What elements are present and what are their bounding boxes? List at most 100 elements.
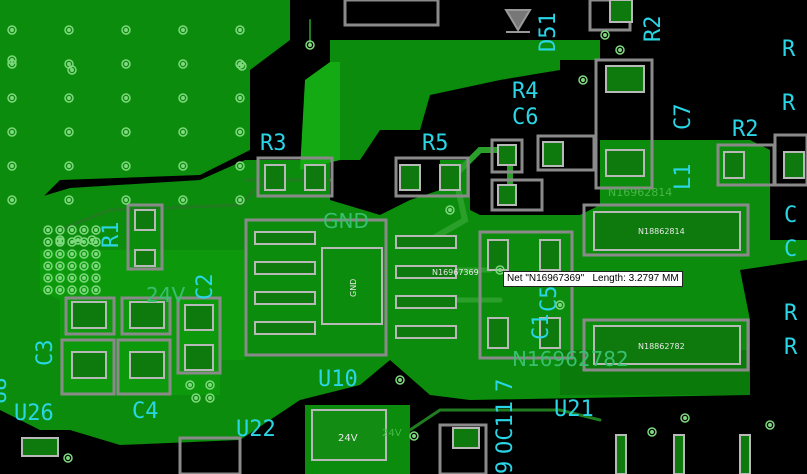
pad-n18862782 — [593, 325, 741, 365]
via — [67, 225, 77, 235]
via — [55, 225, 65, 235]
v24-box-label: 24V — [338, 433, 358, 444]
pad-label-b: N18862782 — [638, 342, 685, 351]
refdes-l1: L1 — [671, 164, 696, 191]
via-drill — [46, 240, 50, 244]
via — [615, 45, 625, 55]
net-tooltip: Net "N16967369" Length: 3.2797 MM — [503, 271, 683, 287]
via-drill — [238, 130, 242, 134]
via — [121, 127, 131, 137]
via — [647, 427, 657, 437]
via — [121, 195, 131, 205]
refdes-u21: U21 — [554, 397, 594, 422]
tooltip-length-label: Length: 3.2797 MM — [592, 273, 679, 284]
via-drill — [70, 276, 74, 280]
via — [680, 413, 690, 423]
via — [79, 249, 89, 259]
via — [7, 127, 17, 137]
via-drill — [82, 288, 86, 292]
via-drill — [94, 252, 98, 256]
component-outlines — [60, 0, 807, 474]
via-drill — [181, 130, 185, 134]
via — [237, 61, 247, 71]
via — [235, 25, 245, 35]
via-drill — [67, 28, 71, 32]
via — [43, 261, 53, 271]
via-drill — [124, 198, 128, 202]
via-drill — [650, 430, 654, 434]
via — [67, 261, 77, 271]
via — [79, 261, 89, 271]
via-drill — [618, 48, 622, 52]
via-drill — [240, 64, 244, 68]
via-drill — [181, 28, 185, 32]
refdes-r2-right: R2 — [732, 117, 759, 142]
via — [7, 25, 17, 35]
via — [235, 93, 245, 103]
via — [91, 225, 101, 235]
via-drill — [58, 264, 62, 268]
refdes-u10: U10 — [318, 367, 358, 392]
refdes-oc11: OC11 — [493, 401, 518, 454]
via — [79, 225, 89, 235]
via-drill — [70, 240, 74, 244]
via — [43, 273, 53, 283]
via — [235, 195, 245, 205]
via-drill — [58, 228, 62, 232]
via-drill — [124, 164, 128, 168]
refdes-c2: C2 — [193, 274, 218, 301]
refdes-c7: C7 — [671, 104, 696, 131]
diode-d51 — [504, 9, 532, 33]
via — [7, 161, 17, 171]
via-drill — [10, 58, 14, 62]
via — [43, 249, 53, 259]
refdes-r4: R4 — [512, 79, 539, 104]
refdes-9: 9 — [493, 461, 518, 474]
via — [73, 235, 83, 245]
net-label-l1: N16962814 — [608, 186, 672, 199]
net-label-big: N16962782 — [512, 347, 629, 371]
refdes-c6: C6 — [512, 105, 539, 130]
via — [121, 161, 131, 171]
via — [67, 249, 77, 259]
gnd-thermal-pad — [321, 247, 383, 325]
via-drill — [768, 423, 772, 427]
via — [495, 265, 505, 275]
refdes-r2-top: R2 — [641, 16, 666, 43]
via-drill — [94, 288, 98, 292]
v24-small-label: 24V — [382, 428, 402, 439]
via — [67, 237, 77, 247]
via-drill — [181, 62, 185, 66]
via — [205, 380, 215, 390]
refdes-c1: C1 — [529, 314, 554, 341]
refdes-r1: R1 — [99, 222, 124, 249]
via — [765, 420, 775, 430]
via-grid — [7, 25, 775, 463]
via-drill — [67, 198, 71, 202]
via — [178, 127, 188, 137]
via-drill — [181, 198, 185, 202]
via — [185, 380, 195, 390]
refdes-c-a: C — [784, 203, 797, 228]
via-drill — [498, 268, 502, 272]
via — [91, 261, 101, 271]
pad-n18862814 — [593, 211, 741, 251]
refdes-u8: U8 — [0, 378, 12, 405]
via-drill — [82, 276, 86, 280]
via-drill — [448, 208, 452, 212]
via-drill — [238, 96, 242, 100]
via-drill — [82, 228, 86, 232]
via-drill — [10, 164, 14, 168]
via — [64, 195, 74, 205]
via-drill — [70, 288, 74, 292]
tooltip-net-label: Net "N16967369" — [507, 273, 585, 284]
via — [178, 195, 188, 205]
via — [235, 59, 245, 69]
via — [191, 393, 201, 403]
via-drill — [82, 240, 86, 244]
refdes-c4: C4 — [132, 399, 159, 424]
via-drill — [76, 238, 80, 242]
via — [91, 249, 101, 259]
via — [91, 285, 101, 295]
